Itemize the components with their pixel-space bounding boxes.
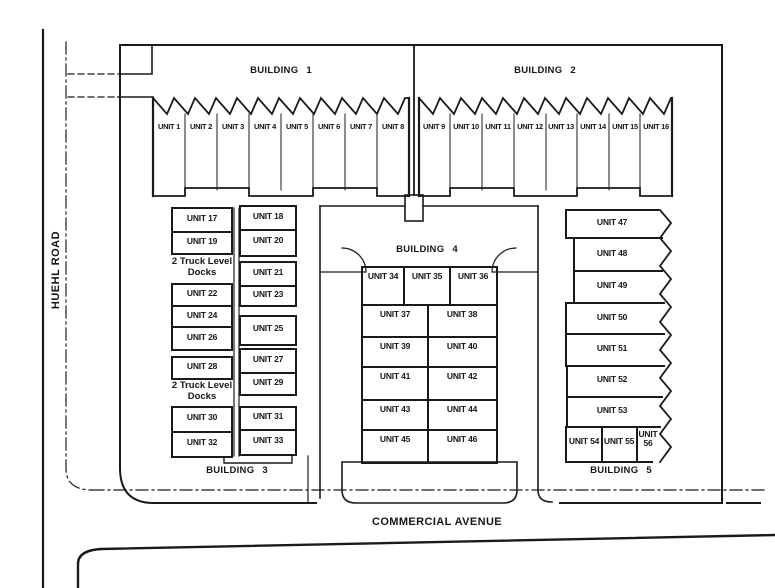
unit-label: UNIT 21 <box>252 267 284 277</box>
unit-label: UNIT 26 <box>186 332 218 342</box>
unit-label: UNIT 53 <box>596 405 628 415</box>
unit-label: UNIT 34 <box>367 271 399 281</box>
commercial-avenue-label: COMMERCIAL AVENUE <box>371 516 503 528</box>
building-4-label: BUILDING 4 <box>396 244 458 255</box>
unit-label: UNIT 35 <box>411 271 443 281</box>
unit-label: UNIT 55 <box>603 436 635 446</box>
property-boundary <box>117 44 761 504</box>
building-4-outline <box>319 194 553 504</box>
unit-label: UNIT 36 <box>457 271 489 281</box>
unit-label: UNIT 23 <box>252 289 284 299</box>
unit-label: UNIT 4 <box>254 122 276 131</box>
building-3-label: BUILDING 3 <box>206 465 268 476</box>
unit-label: UNIT 6 <box>318 122 340 131</box>
unit-label: UNIT 50 <box>596 312 628 322</box>
unit-label: UNIT 3 <box>222 122 244 131</box>
unit-label: UNIT 13 <box>548 122 574 131</box>
unit-label: UNIT 31 <box>252 411 284 421</box>
unit-label: UNIT 38 <box>446 309 478 319</box>
unit-label: UNIT 56 <box>638 429 658 449</box>
building-2-outline <box>417 96 674 198</box>
unit-label: UNIT 2 <box>190 122 212 131</box>
unit-label: UNIT 16 <box>643 122 669 131</box>
unit-label: UNIT 22 <box>186 288 218 298</box>
unit-label: UNIT 30 <box>186 412 218 422</box>
building-5-label: BUILDING 5 <box>590 465 652 476</box>
unit-label: UNIT 27 <box>252 354 284 364</box>
unit-label: UNIT 32 <box>186 437 218 447</box>
unit-label: UNIT 7 <box>350 122 372 131</box>
unit-label: UNIT 11 <box>485 122 511 131</box>
unit-label: UNIT 20 <box>252 235 284 245</box>
unit-label: UNIT 15 <box>612 122 638 131</box>
unit-label: UNIT 24 <box>186 310 218 320</box>
unit-label: UNIT 1 <box>158 122 180 131</box>
building-3-outline <box>171 205 297 464</box>
unit-label: UNIT 29 <box>252 377 284 387</box>
road-lines <box>41 28 775 588</box>
unit-label: UNIT 51 <box>596 343 628 353</box>
unit-label: UNIT 47 <box>596 217 628 227</box>
building-2-label: BUILDING 2 <box>514 65 576 76</box>
unit-label: UNIT 48 <box>596 248 628 258</box>
building-1-label: BUILDING 1 <box>250 65 312 76</box>
unit-label: UNIT 5 <box>286 122 308 131</box>
unit-label: UNIT 52 <box>596 374 628 384</box>
unit-label: UNIT 44 <box>446 404 478 414</box>
unit-label: UNIT 10 <box>453 122 479 131</box>
unit-label: UNIT 19 <box>186 236 218 246</box>
unit-label: UNIT 17 <box>186 213 218 223</box>
unit-label: UNIT 18 <box>252 211 284 221</box>
unit-label: UNIT 25 <box>252 323 284 333</box>
unit-label: UNIT 54 <box>568 436 600 446</box>
unit-label: UNIT 33 <box>252 435 284 445</box>
unit-label: UNIT 8 <box>382 122 404 131</box>
unit-label: UNIT 49 <box>596 280 628 290</box>
unit-label: UNIT 46 <box>446 434 478 444</box>
unit-label: UNIT 45 <box>379 434 411 444</box>
unit-label: UNIT 41 <box>379 371 411 381</box>
huehl-road-label: HUEHL ROAD <box>50 230 62 310</box>
unit-label: UNIT 42 <box>446 371 478 381</box>
unit-label: UNIT 12 <box>517 122 543 131</box>
unit-label: UNIT 39 <box>379 341 411 351</box>
unit-label: UNIT 37 <box>379 309 411 319</box>
truck-docks-note: 2 Truck Level Docks <box>171 380 233 403</box>
unit-label: UNIT 9 <box>423 122 445 131</box>
unit-label: UNIT 14 <box>580 122 606 131</box>
unit-label: UNIT 28 <box>186 361 218 371</box>
building-5-outline <box>565 208 673 464</box>
unit-label: UNIT 40 <box>446 341 478 351</box>
unit-label: UNIT 43 <box>379 404 411 414</box>
building-1-outline <box>151 96 411 198</box>
truck-docks-note: 2 Truck Level Docks <box>171 256 233 279</box>
